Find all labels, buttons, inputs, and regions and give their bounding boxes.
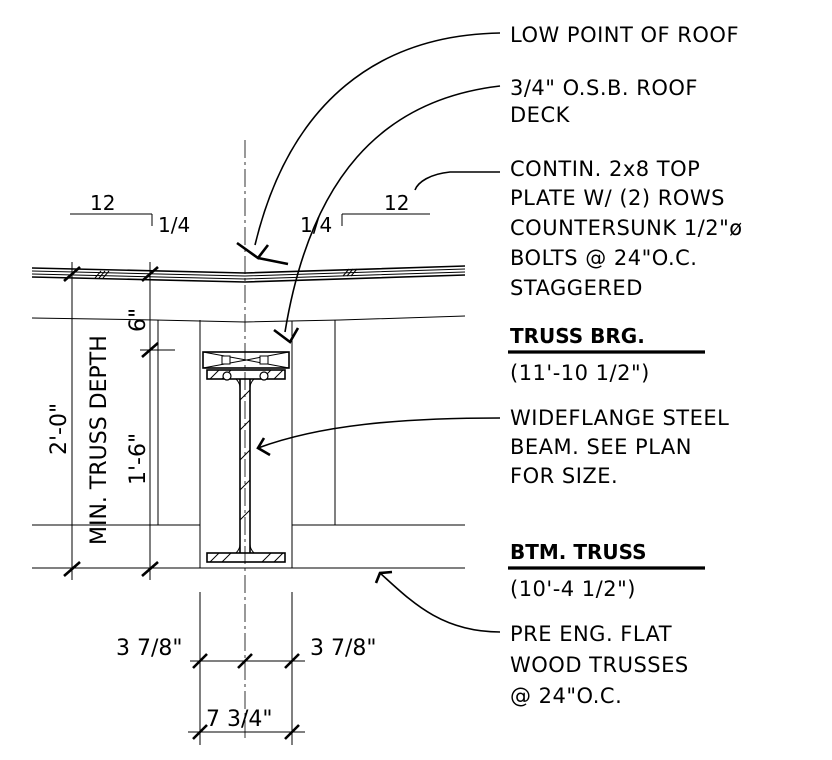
dim-min-truss-depth: MIN. TRUSS DEPTH <box>87 335 112 545</box>
wideflange-beam <box>206 369 286 563</box>
note-beam-line3: FOR SIZE. <box>510 464 618 488</box>
dim-overall-depth: 2'-0" <box>47 403 72 455</box>
deck-hatch-left <box>94 270 110 279</box>
horizontal-dimensions <box>188 592 305 745</box>
note-low-point: LOW POINT OF ROOF <box>510 23 739 47</box>
dim-right-half: 3 7/8" <box>310 636 377 661</box>
note-trusses-line3: @ 24"O.C. <box>510 684 622 708</box>
top-plate <box>202 351 290 369</box>
note-truss-brg-elev: (11'-10 1/2") <box>510 361 650 385</box>
dim-beam-depth: 1'-6" <box>126 433 151 485</box>
note-beam-line2: BEAM. SEE PLAN <box>510 435 692 459</box>
note-beam-line1: WIDEFLANGE STEEL <box>510 406 729 430</box>
note-top-plate-line5: STAGGERED <box>510 276 643 300</box>
deck-hatch-right <box>342 268 358 277</box>
note-truss-brg: TRUSS BRG. <box>510 324 645 348</box>
note-top-plate-line2: PLATE W/ (2) ROWS <box>510 186 725 210</box>
note-btm-truss: BTM. TRUSS <box>510 540 647 564</box>
note-top-plate-line1: CONTIN. 2x8 TOP <box>510 157 700 181</box>
truss-top-chords <box>31 315 466 323</box>
leader-lines <box>236 32 501 633</box>
note-btm-truss-elev: (10'-4 1/2") <box>510 577 636 601</box>
roof-deck <box>31 265 466 283</box>
dim-flange-width: 7 3/4" <box>206 707 273 732</box>
slope-indicator-right <box>341 213 430 226</box>
slope-left-run: 12 <box>90 191 115 215</box>
note-trusses-line2: WOOD TRUSSES <box>510 653 689 677</box>
note-trusses-line1: PRE ENG. FLAT <box>510 622 672 646</box>
beam-hatch <box>209 369 284 563</box>
truss-members <box>32 320 465 569</box>
note-top-plate-line3: COUNTERSUNK 1/2"ø <box>510 216 743 240</box>
vertical-dimensions <box>63 262 175 580</box>
slope-indicator-left <box>70 213 153 226</box>
slope-left-rise: 1/4 <box>158 213 190 237</box>
note-roof-deck-line1: 3/4" O.S.B. ROOF <box>510 76 698 100</box>
dim-top-offset: 6" <box>126 308 151 332</box>
note-roof-deck-line2: DECK <box>510 103 571 127</box>
slope-right-rise: 1/4 <box>300 213 332 237</box>
note-top-plate-line4: BOLTS @ 24"O.C. <box>510 246 697 270</box>
slope-right-run: 12 <box>384 191 409 215</box>
dim-left-half: 3 7/8" <box>116 636 183 661</box>
